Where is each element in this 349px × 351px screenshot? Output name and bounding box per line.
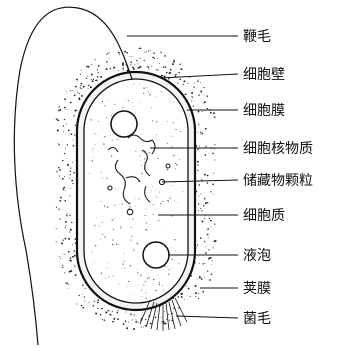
leader-cell-wall bbox=[160, 74, 238, 78]
label-capsule: 荚膜 bbox=[243, 280, 271, 297]
label-cell-membrane: 细胞膜 bbox=[243, 103, 285, 119]
label-nuclear-material: 细胞核物质 bbox=[243, 141, 313, 157]
cell-membrane bbox=[84, 79, 188, 303]
label-cytoplasm: 细胞质 bbox=[243, 208, 285, 224]
label-flagellum: 鞭毛 bbox=[243, 29, 271, 45]
vacuole-bottom bbox=[143, 242, 169, 268]
vacuole-top bbox=[111, 111, 137, 137]
label-cell-wall: 细胞壁 bbox=[243, 67, 285, 83]
label-pili: 菌毛 bbox=[243, 311, 271, 327]
label-storage-granules: 储藏物颗粒 bbox=[243, 173, 313, 189]
label-vacuole: 液泡 bbox=[243, 248, 271, 264]
leader-pili bbox=[176, 316, 238, 318]
